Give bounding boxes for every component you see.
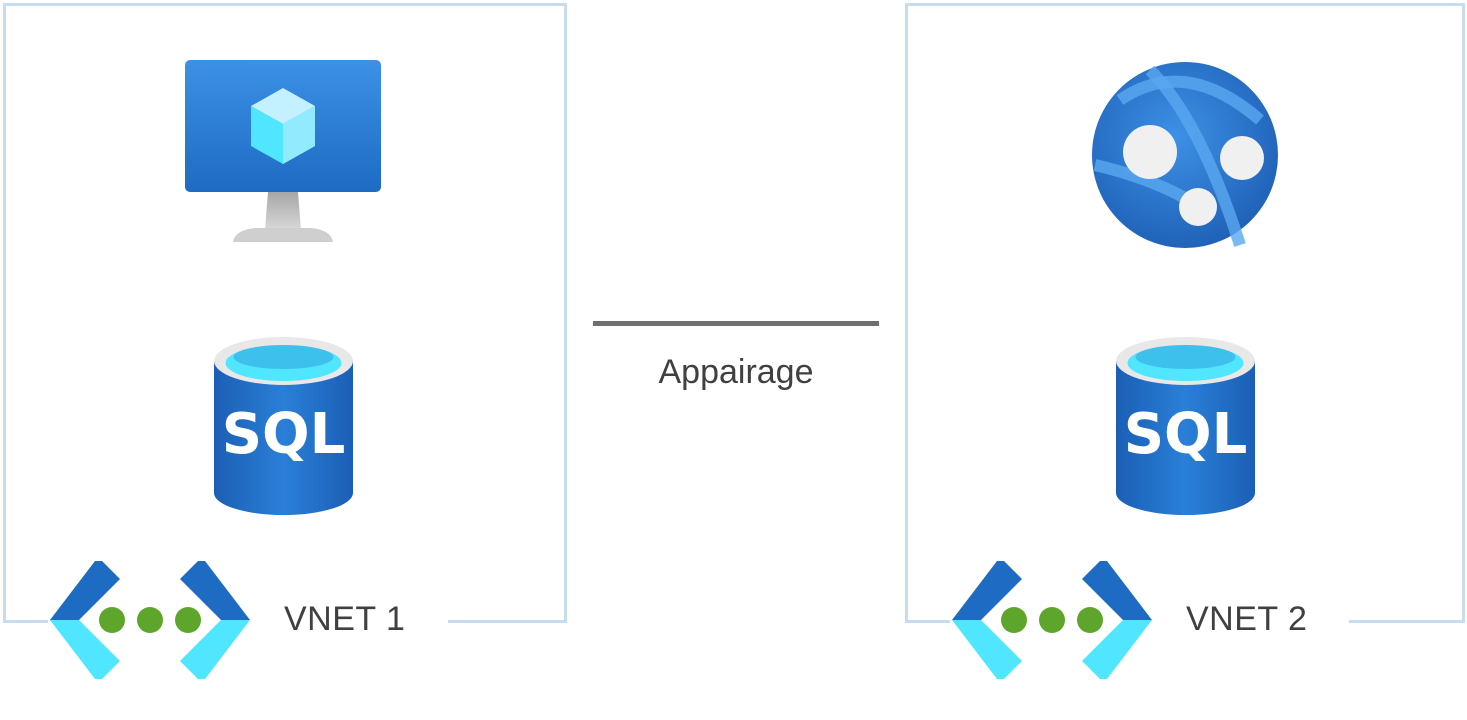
vnet2-box-bottom-right (1349, 620, 1465, 623)
sql-database-icon: SQL (214, 337, 353, 515)
web-app-icon (1092, 62, 1278, 248)
virtual-machine-icon (185, 60, 381, 242)
vnet-icon (50, 561, 250, 679)
vnet-icon (952, 561, 1152, 679)
peering-line (593, 321, 879, 326)
peering-label: Appairage (658, 353, 814, 391)
vnet2-box (905, 3, 1465, 623)
vnet2-label: VNET 2 (1186, 600, 1308, 639)
vnet1-box (3, 3, 567, 623)
vnet1-label: VNET 1 (284, 600, 406, 639)
sql-database-icon: SQL (1116, 337, 1255, 515)
sql-label: SQL (1124, 402, 1248, 467)
sql-label: SQL (222, 402, 346, 467)
vnet2-box-bottom-left (905, 620, 950, 623)
vnet1-box-bottom-left (3, 620, 48, 623)
vnet1-box-bottom-right (448, 620, 567, 623)
